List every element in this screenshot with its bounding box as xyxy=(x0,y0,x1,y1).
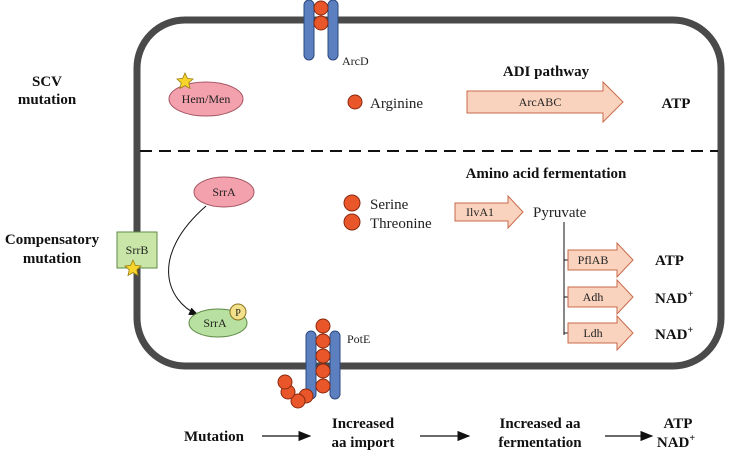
phosphate-label: P xyxy=(235,308,241,319)
srra-protein xyxy=(193,176,255,208)
srra-label: SrrA xyxy=(212,185,236,199)
scv-label-line1: SCV xyxy=(32,74,62,90)
arginine-label: Arginine xyxy=(370,96,423,112)
arcabc-label: ArcABC xyxy=(519,95,562,109)
phosphorylation-arrow xyxy=(168,205,207,316)
phosphate-icon xyxy=(229,303,247,321)
threonine-label: Threonine xyxy=(370,216,432,232)
adi-title: ADI pathway xyxy=(503,64,590,80)
atp-pflab-label: ATP xyxy=(655,253,684,269)
srra-phosphorylated-label: SrrA xyxy=(203,316,227,330)
hem-men-label: Hem/Men xyxy=(182,92,231,106)
scv-label-line2: mutation xyxy=(18,92,77,108)
flow-import-line1: Increased xyxy=(332,416,395,432)
nad-adh-label: NAD+ xyxy=(655,289,694,307)
mutation-star-icon xyxy=(176,72,194,90)
flow-mutation: Mutation xyxy=(184,429,245,445)
nad-ldh-label: NAD+ xyxy=(655,325,694,343)
ilva1-label: IlvA1 xyxy=(466,205,494,219)
ldh-label: Ldh xyxy=(583,326,602,340)
serine-label: Serine xyxy=(370,197,409,213)
pyruvate-label: Pyruvate xyxy=(533,205,587,221)
compensatory-label-line2: mutation xyxy=(23,251,82,267)
arcd-label: ArcD xyxy=(342,54,369,68)
arginine-dot xyxy=(347,94,363,110)
arcabc-arrow xyxy=(466,80,624,124)
pflab-arrow xyxy=(567,241,634,279)
flow-fermentation-line1: Increased aa xyxy=(500,416,581,432)
srrb-mutation-star-icon xyxy=(124,259,142,277)
flow-output-atp: ATP xyxy=(664,416,693,432)
srrb-label: SrrB xyxy=(126,243,149,257)
flow-import-line2: aa import xyxy=(332,435,395,451)
ldh-arrow xyxy=(567,314,634,352)
pflab-label: PflAB xyxy=(578,253,609,267)
flow-fermentation-line2: fermentation xyxy=(498,435,582,451)
compensatory-label-line1: Compensatory xyxy=(5,232,100,248)
pote-transporter xyxy=(277,318,341,409)
threonine-dot xyxy=(343,213,361,231)
ilva1-arrow xyxy=(454,194,524,230)
atp-top-label: ATP xyxy=(662,96,691,112)
adh-arrow xyxy=(567,278,634,316)
hem-men-protein xyxy=(168,81,244,117)
aa-fermentation-title: Amino acid fermentation xyxy=(466,166,627,182)
adh-label: Adh xyxy=(583,290,604,304)
flow-output-nad: NAD+ xyxy=(657,433,696,451)
pote-label: PotE xyxy=(347,332,370,346)
serine-dot xyxy=(343,194,361,212)
cell-membrane xyxy=(133,16,725,370)
arcd-transporter xyxy=(303,0,339,61)
